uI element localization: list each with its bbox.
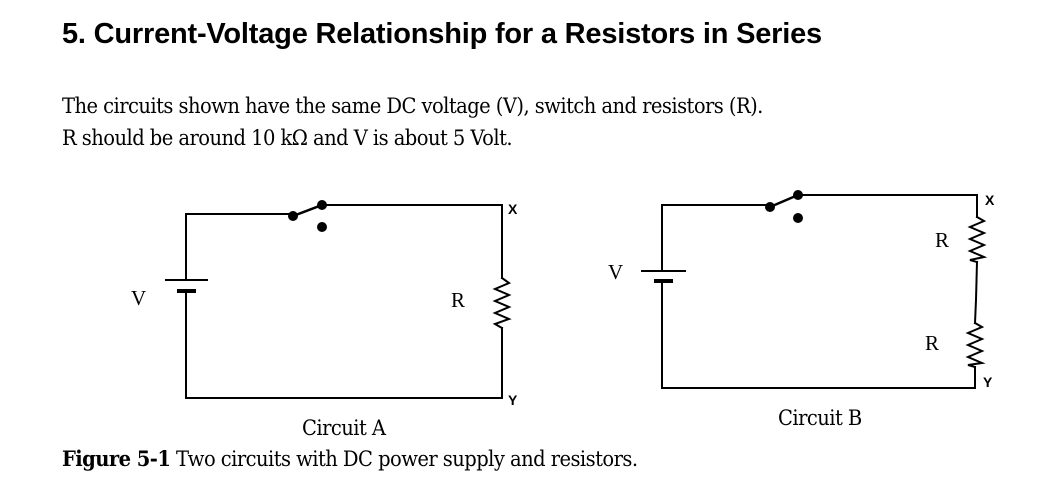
circuit-a-voltage-label: V: [131, 286, 146, 310]
circuit-b: [641, 193, 988, 389]
circuit-b-node-y: Y: [983, 374, 993, 390]
circuit-b-voltage-label: V: [608, 260, 623, 284]
circuit-a-node-y: Y: [508, 392, 518, 408]
figure-caption: Figure 5-1 Two circuits with DC power su…: [62, 446, 638, 471]
intro-line-1: The circuits shown have the same DC volt…: [62, 94, 763, 118]
circuit-a-node-x: X: [508, 201, 518, 217]
circuit-a-switch-contact-bottom: [317, 222, 327, 232]
circuit-a: [165, 203, 512, 399]
circuit-a-switch-arm: [291, 203, 324, 218]
circuit-b-wire-between-resistors: [973, 260, 979, 325]
circuit-b-switch-arm: [768, 193, 800, 209]
circuit-b-resistor-2: [965, 321, 986, 369]
circuit-b-resistor-1-label: R: [935, 228, 949, 252]
circuit-a-title: Circuit A: [302, 416, 386, 440]
circuit-b-resistor-2-label: R: [925, 331, 939, 355]
circuit-b-wire-left-lower: [661, 282, 976, 389]
circuit-a-wire-top-right: [321, 204, 503, 279]
circuit-b-resistor-1: [967, 215, 988, 264]
circuit-b-title: Circuit B: [778, 406, 862, 430]
circuit-a-resistor: [492, 276, 512, 330]
intro-line-2: R should be around 10 kΩ and V is about …: [62, 126, 513, 150]
circuit-b-wire-top-right: [797, 194, 978, 218]
circuit-a-wire-left-lower: [185, 291, 503, 399]
figure-caption-text: Two circuits with DC power supply and re…: [170, 447, 638, 471]
circuit-a-switch-contact-top: [317, 200, 327, 210]
circuit-b-switch-pivot: [765, 202, 775, 212]
circuit-a-wire-left-upper: [185, 213, 294, 279]
circuit-a-switch-pivot: [288, 211, 298, 221]
circuit-b-switch-contact-top: [793, 190, 803, 200]
circuit-b-switch-contact-bottom: [793, 213, 803, 223]
figure-number: Figure 5-1: [62, 446, 171, 471]
circuit-b-node-x: X: [985, 192, 995, 208]
section-heading: 5. Current-Voltage Relationship for a Re…: [62, 18, 822, 50]
circuit-a-resistor-label: R: [451, 288, 465, 312]
circuit-b-wire-left-upper: [661, 204, 771, 271]
